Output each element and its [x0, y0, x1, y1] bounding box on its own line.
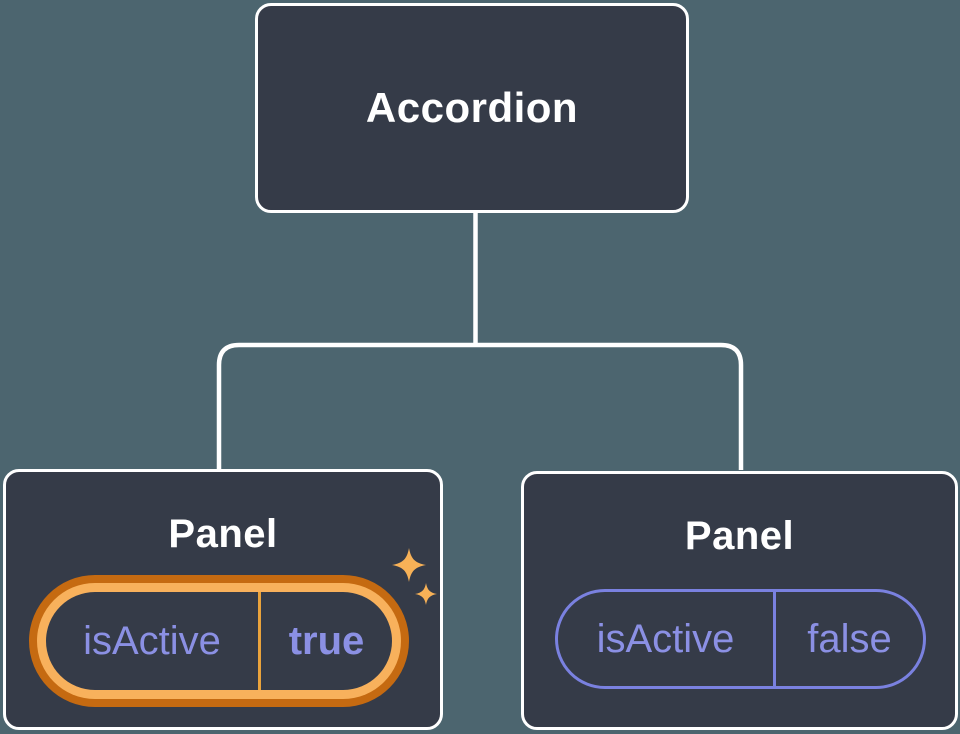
- state-pill-active: isActive true: [46, 592, 392, 690]
- panel-node-active: Panel isActive true: [3, 469, 443, 730]
- prop-value-label: false: [807, 616, 892, 661]
- pill-divider: [773, 592, 776, 686]
- prop-name-label: isActive: [83, 618, 221, 663]
- pill-divider: [258, 592, 261, 690]
- state-pill-active-inner-ring: isActive true: [37, 583, 401, 699]
- prop-value-label: true: [288, 618, 365, 663]
- state-pill-inactive: isActive false: [555, 589, 926, 689]
- state-pill-active-highlight-ring: isActive true: [29, 575, 409, 707]
- panel-node-inactive: Panel isActive false: [521, 471, 958, 730]
- root-node-accordion: Accordion: [255, 3, 689, 213]
- connector-branches: [216, 342, 744, 470]
- prop-name-label: isActive: [596, 616, 735, 661]
- panel-title: Panel: [684, 514, 795, 558]
- panel-title: Panel: [168, 512, 278, 556]
- root-node-label: Accordion: [365, 84, 579, 131]
- sparkle-icon-small: [415, 583, 437, 605]
